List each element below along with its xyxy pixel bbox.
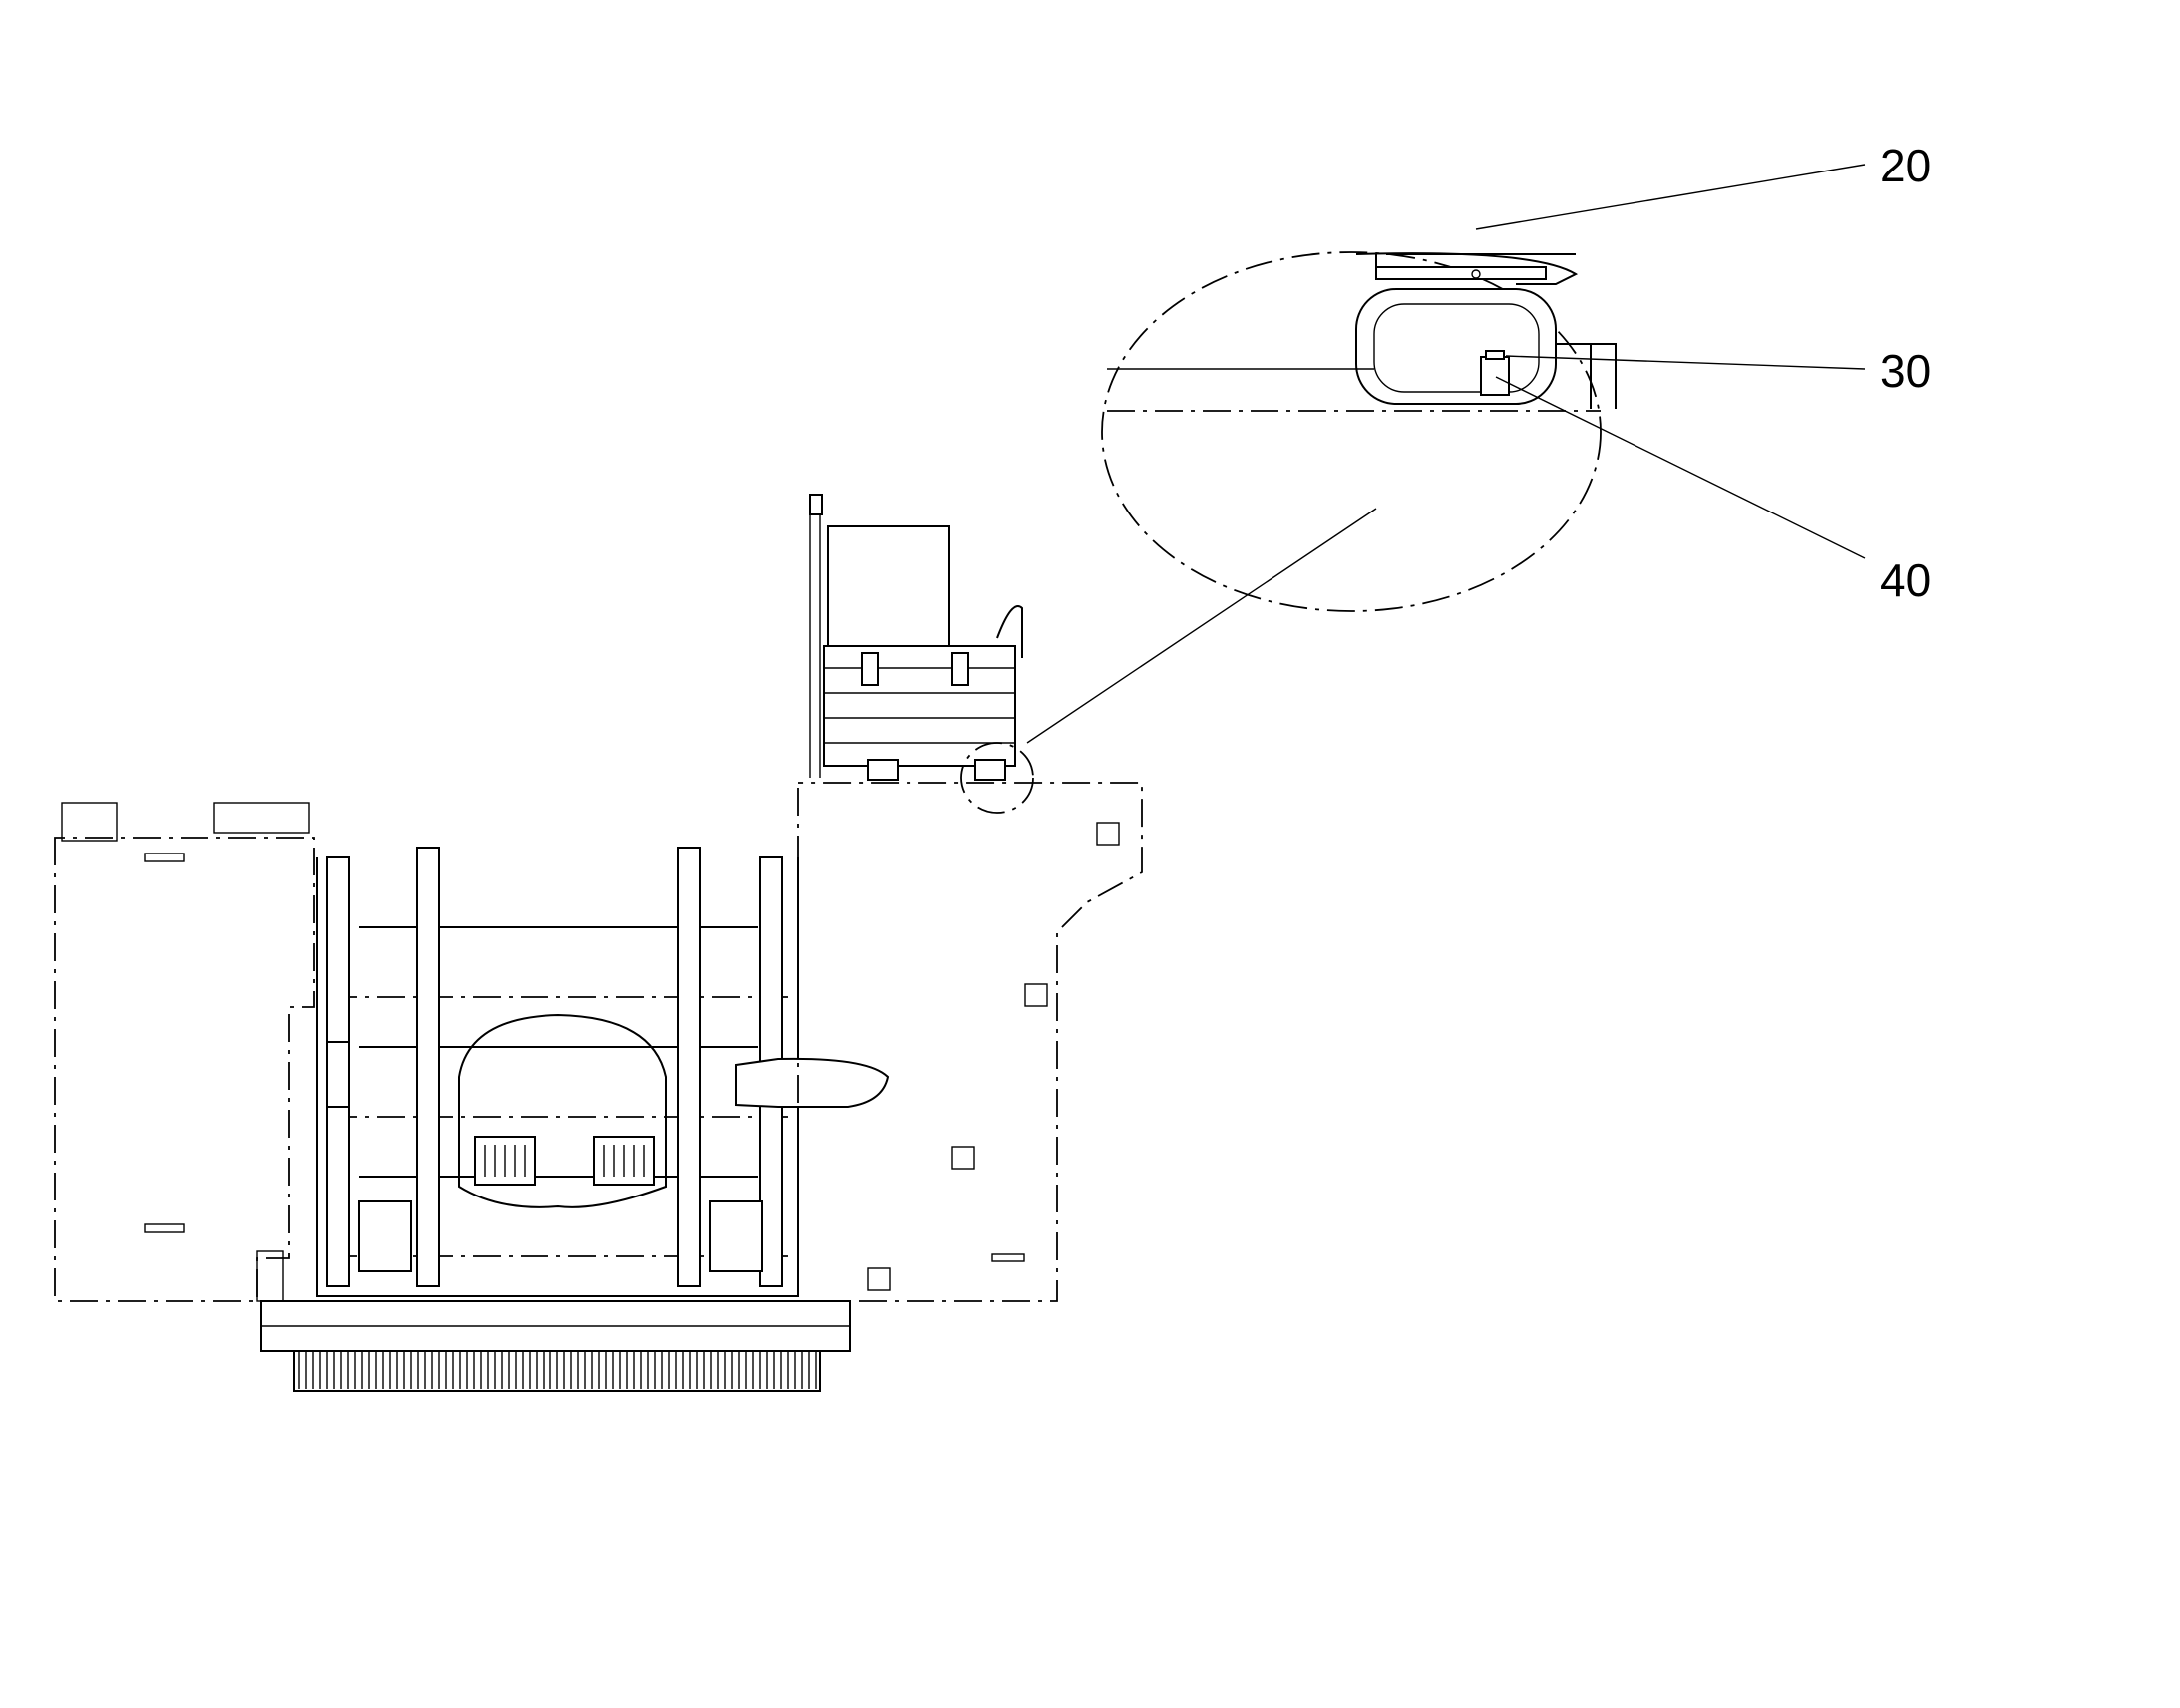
bottom-rail	[260, 1300, 851, 1392]
ref-label-20: 20	[1880, 140, 1931, 191]
detail-circle-small	[960, 742, 1034, 814]
right-housing	[797, 782, 1143, 1302]
leader-30	[1505, 355, 1866, 370]
ref-label-30: 30	[1880, 345, 1931, 397]
detail-leader-line	[1026, 508, 1377, 744]
leader-20	[1475, 164, 1866, 230]
leader-40	[1495, 376, 1866, 559]
detail-enlarged	[1101, 251, 1617, 612]
central-frame	[316, 847, 890, 1297]
upper-stack	[809, 494, 1023, 781]
ref-label-40: 40	[1880, 554, 1931, 606]
left-housing	[54, 802, 315, 1302]
